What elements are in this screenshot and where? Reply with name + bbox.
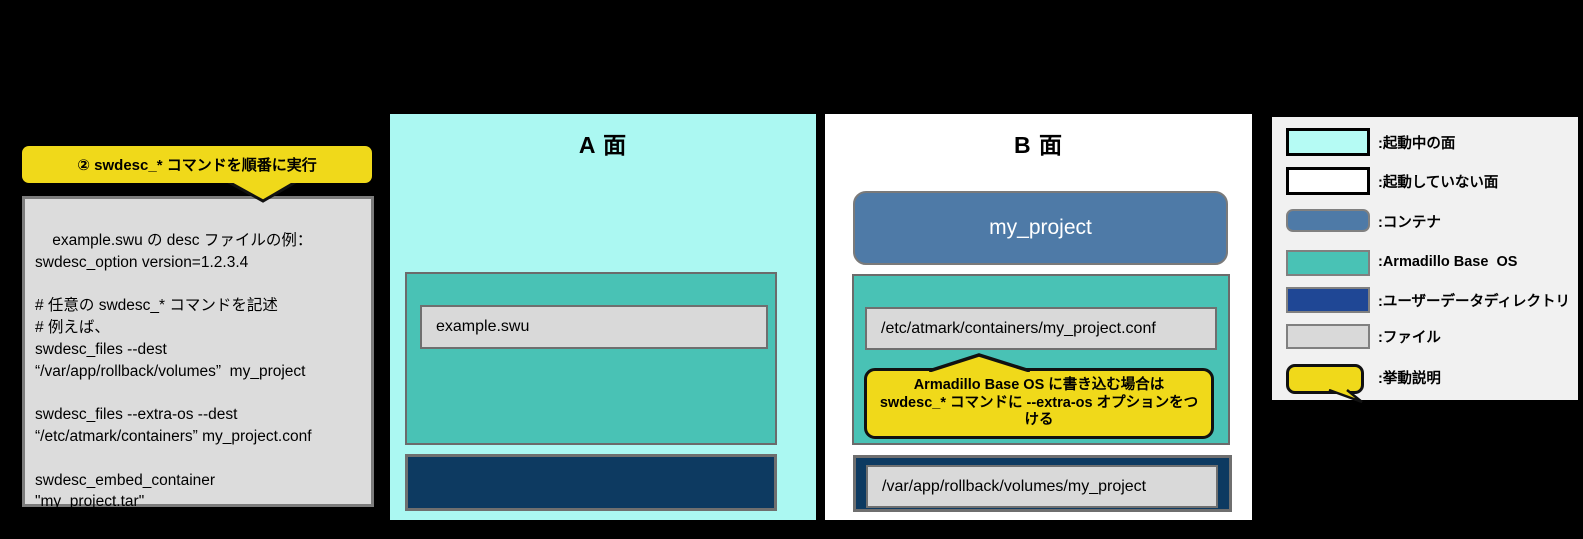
panel-b-container-label: my_project <box>989 216 1092 239</box>
panel-a-swu-file-box: example.swu <box>420 305 768 349</box>
step-callout: ② swdesc_* コマンドを順番に実行 <box>22 146 372 183</box>
panel-a-userdata-box <box>405 454 777 511</box>
legend-label: :ファイル <box>1378 330 1441 346</box>
panel-side-a: A 面 example.swu <box>390 114 816 520</box>
legend-label: :Armadillo Base OS <box>1378 253 1518 270</box>
step-callout-text: ② swdesc_* コマンドを順番に実行 <box>77 157 317 174</box>
panel-b-volume-file-label: /var/app/rollback/volumes/my_project <box>882 477 1147 495</box>
container-swatch <box>1286 209 1370 232</box>
legend-item-container: :コンテナ <box>1286 206 1578 236</box>
legend-item-behavior-note: :挙動説明 <box>1286 360 1578 404</box>
legend-item-inactive-side: :起動していない面 <box>1286 167 1578 195</box>
active-side-swatch <box>1286 128 1370 156</box>
step-callout-pointer <box>224 179 300 203</box>
legend-label: :ユーザーデータディレクトリ <box>1378 293 1571 310</box>
behavior-note-tail <box>1328 389 1363 404</box>
behavior-note-swatch <box>1286 364 1364 394</box>
panel-b-conf-file-label: /etc/atmark/containers/my_project.conf <box>881 319 1156 337</box>
legend: :起動中の面 :起動していない面 :コンテナ :Armadillo Base O… <box>1272 117 1578 404</box>
base-os-swatch <box>1286 250 1370 276</box>
legend-label: :挙動説明 <box>1378 370 1441 387</box>
panel-a-title: A 面 <box>578 132 628 158</box>
panel-b-base-os-box: /etc/atmark/containers/my_project.conf A… <box>852 274 1230 445</box>
legend-item-active-side: :起動中の面 <box>1286 128 1578 156</box>
file-swatch <box>1286 324 1370 349</box>
extra-os-note-bubble: Armadillo Base OS に書き込む場合は swdesc_* コマンド… <box>864 368 1214 439</box>
panel-b-container-box: my_project <box>853 191 1228 265</box>
legend-item-file: :ファイル <box>1286 324 1578 349</box>
legend-item-base-os: :Armadillo Base OS <box>1286 247 1578 276</box>
panel-b-conf-file-box: /etc/atmark/containers/my_project.conf <box>865 307 1217 350</box>
panel-a-base-os-box: example.swu <box>405 272 777 445</box>
behavior-note-swatch-wrap <box>1286 364 1370 404</box>
user-data-swatch <box>1286 287 1370 313</box>
legend-label: :コンテナ <box>1378 214 1441 231</box>
extra-os-note-text: Armadillo Base OS に書き込む場合は swdesc_* コマンド… <box>879 377 1199 429</box>
desc-file-example-text: example.swu の desc ファイルの例： swdesc_option… <box>35 231 313 511</box>
panel-b-title: B 面 <box>1014 132 1063 158</box>
legend-label: :起動していない面 <box>1378 174 1499 191</box>
panel-b-volume-file-box: /var/app/rollback/volumes/my_project <box>866 465 1218 508</box>
inactive-side-swatch <box>1286 167 1370 195</box>
panel-b-userdata-box: /var/app/rollback/volumes/my_project <box>853 455 1232 512</box>
extra-os-note-pointer <box>928 353 1031 372</box>
legend-label: :起動中の面 <box>1378 135 1456 152</box>
panel-a-swu-file-label: example.swu <box>436 318 530 335</box>
legend-item-user-data: :ユーザーデータディレクトリ <box>1286 287 1578 313</box>
panel-side-b: B 面 my_project /etc/atmark/containers/my… <box>825 114 1252 520</box>
desc-file-example: example.swu の desc ファイルの例： swdesc_option… <box>22 196 374 510</box>
